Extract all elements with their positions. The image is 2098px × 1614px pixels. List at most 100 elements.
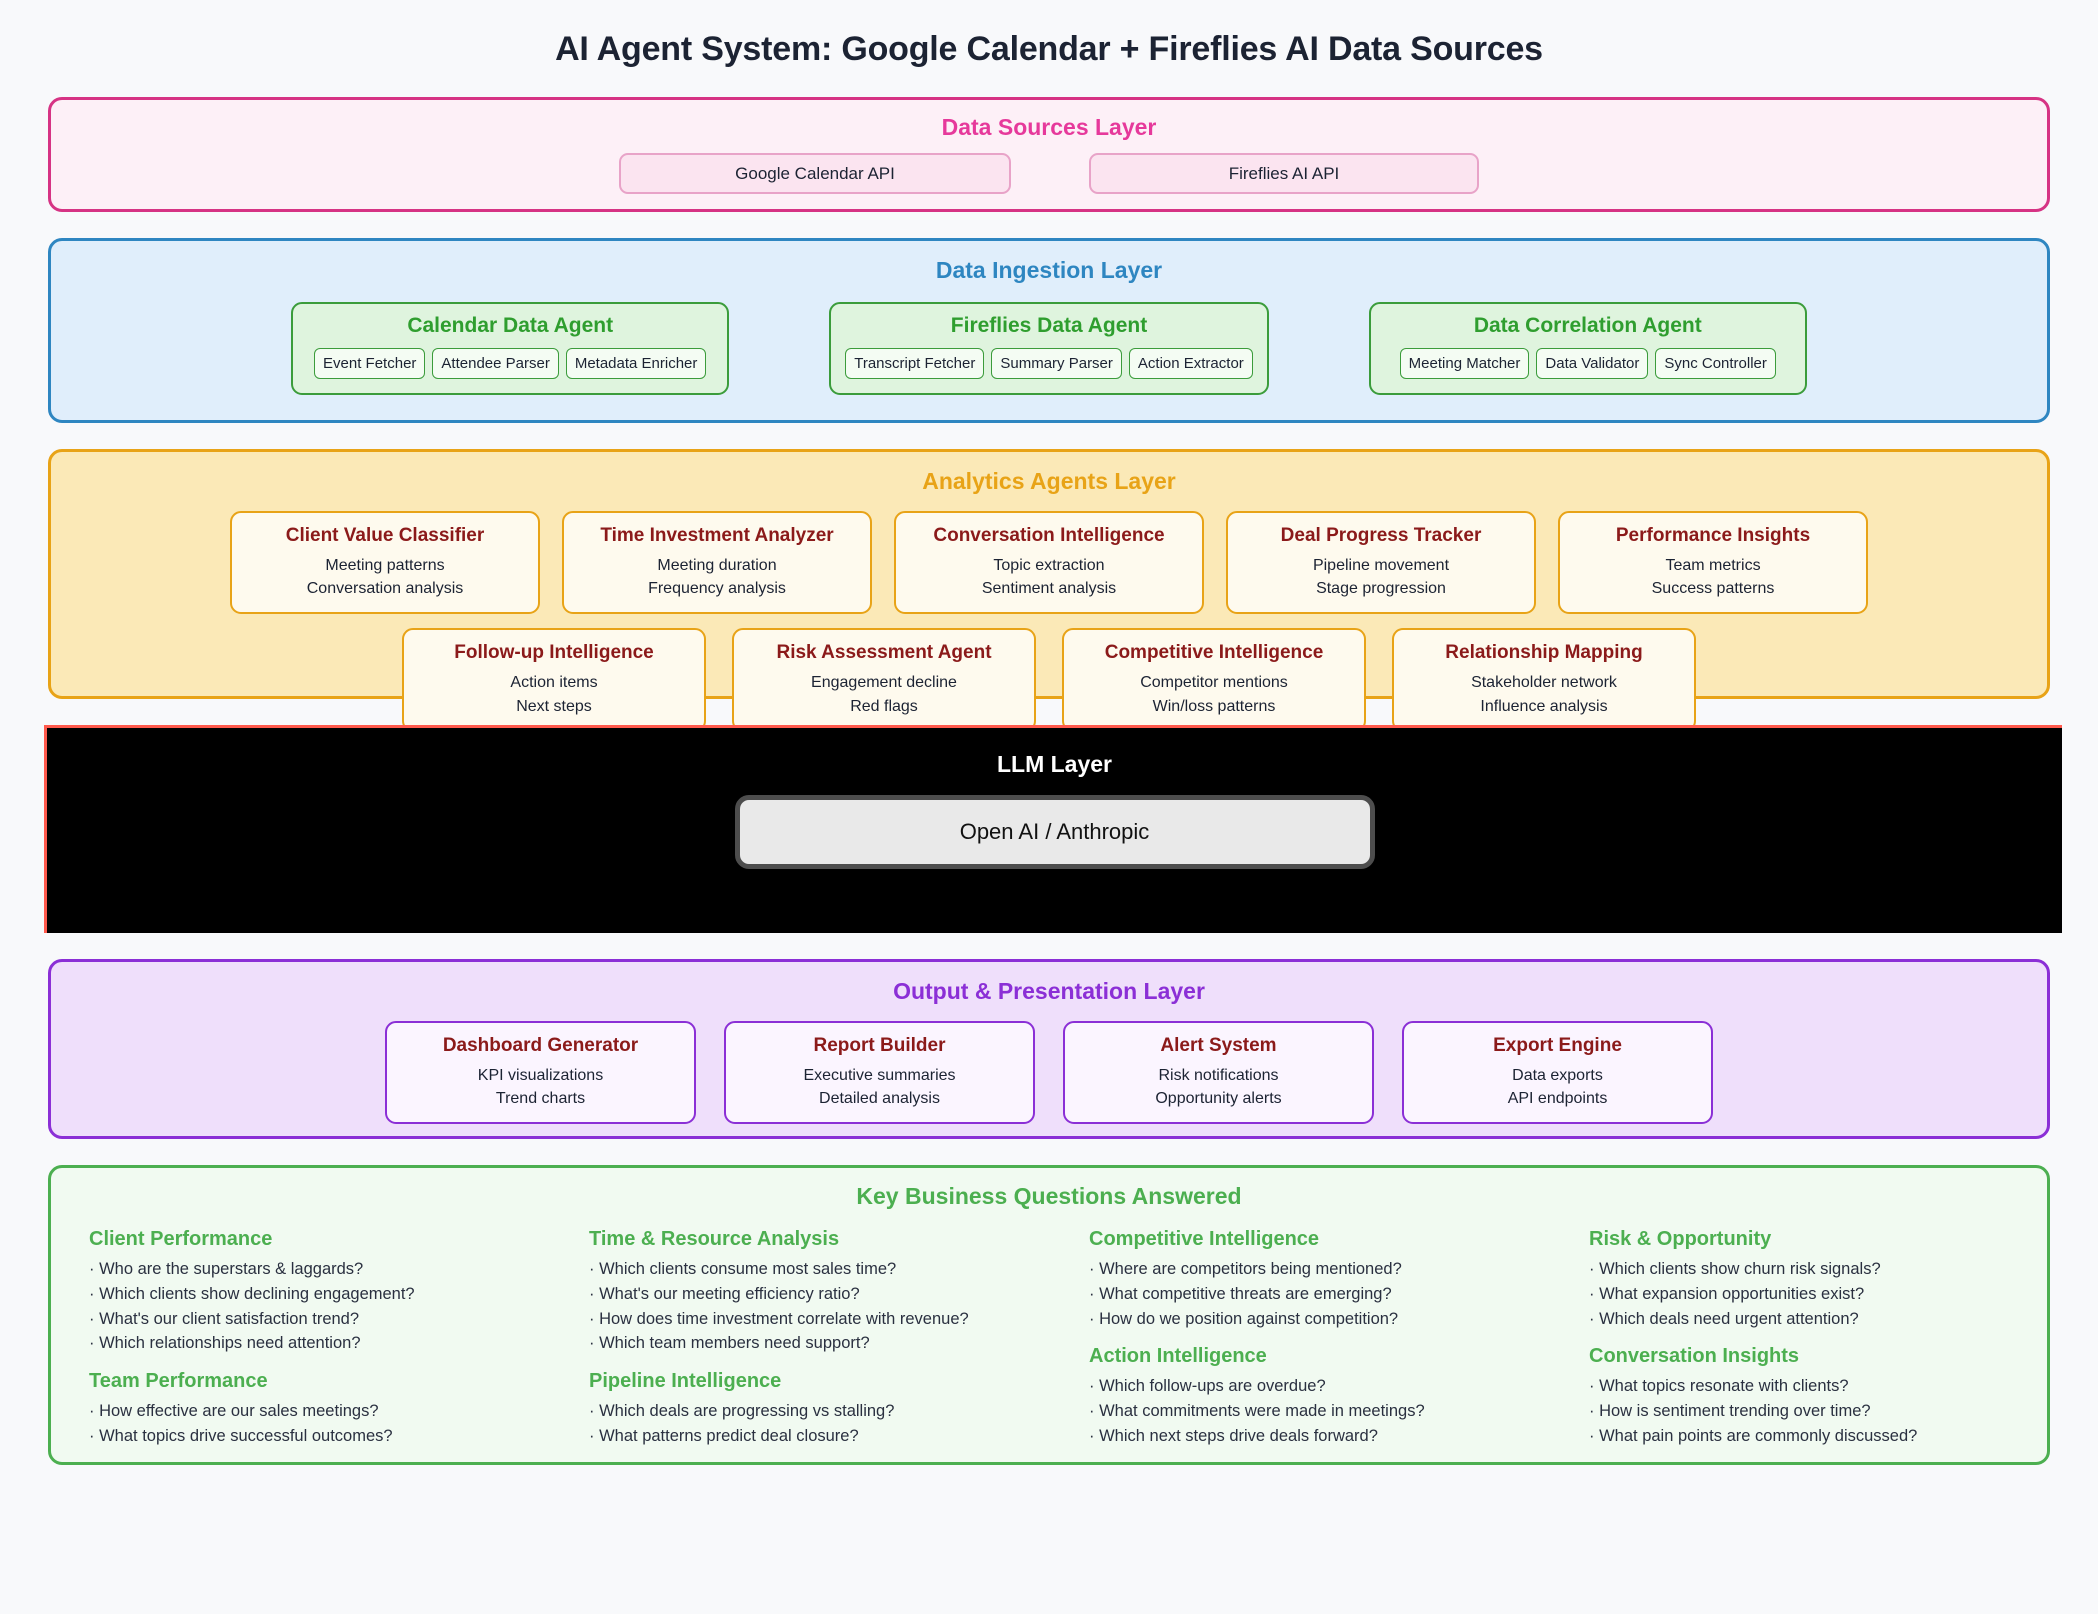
agent-card-fireflies-data-agent[interactable]: Fireflies Data Agent Transcript Fetcher … [829,302,1269,395]
question-group-heading: Risk & Opportunity [1589,1228,1772,1250]
card-line: Detailed analysis [819,1090,940,1108]
analytics-card-performance-insights[interactable]: Performance Insights Team metrics Succes… [1558,511,1868,615]
agent-card-calendar-data-agent[interactable]: Calendar Data Agent Event Fetcher Attend… [291,302,730,395]
agent-chip-row: Event Fetcher Attendee Parser Metadata E… [307,348,713,379]
question-group-heading: Team Performance [89,1370,268,1392]
question-item: Which next steps drive deals forward? [1089,1424,1589,1449]
card-title: Follow-up Intelligence [454,642,654,664]
data-sources-layer-title: Data Sources Layer [941,114,1157,140]
card-line: Executive summaries [803,1067,956,1084]
analytics-row-2: Follow-up Intelligence Action items Next… [51,628,2047,732]
card-line: Stakeholder network [1471,674,1617,692]
card-title: Deal Progress Tracker [1280,525,1482,546]
source-google-calendar-api[interactable]: Google Calendar API [619,153,1011,194]
question-item: What's our meeting efficiency ratio? [589,1282,1089,1307]
ingestion-agents-row: Calendar Data Agent Event Fetcher Attend… [51,302,2047,395]
llm-layer-title: LLM Layer [996,751,1113,777]
card-line: Risk notifications [1158,1067,1279,1084]
source-fireflies-ai-api[interactable]: Fireflies AI API [1089,153,1479,194]
card-title: Performance Insights [1615,525,1811,546]
questions-grid: Client Performance Who are the superstar… [51,1210,2047,1449]
agent-title: Fireflies Data Agent [950,314,1148,337]
analytics-card-follow-up-intelligence[interactable]: Follow-up Intelligence Action items Next… [402,628,706,732]
agent-title: Calendar Data Agent [407,314,614,337]
question-group-heading: Client Performance [89,1228,273,1250]
question-item: Which relationships need attention? [89,1331,589,1356]
question-group-heading: Action Intelligence [1089,1345,1267,1368]
chip-action-extractor[interactable]: Action Extractor [1128,348,1253,379]
card-line: Stage progression [1316,580,1446,598]
card-line: Meeting patterns [325,557,445,574]
card-line: Success patterns [1651,580,1775,598]
data-sources-layer: Data Sources Layer Google Calendar API F… [48,97,2050,212]
data-sources-row: Google Calendar API Fireflies AI API [51,153,2047,194]
question-item: Which clients show declining engagement? [89,1282,589,1307]
question-group-heading: Conversation Insights [1589,1345,1800,1368]
question-item: How is sentiment trending over time? [1589,1399,2047,1424]
questions-column-2: Time & Resource Analysis Which clients c… [589,1224,1089,1449]
question-item: Who are the superstars & laggards? [89,1257,589,1282]
card-line: Action items [510,674,598,692]
question-item: Which team members need support? [589,1331,1089,1356]
card-line: Sentiment analysis [981,580,1117,598]
question-item: What's our client satisfaction trend? [89,1307,589,1332]
output-presentation-layer: Output & Presentation Layer Dashboard Ge… [48,959,2050,1139]
card-title: Time Investment Analyzer [600,525,834,546]
question-item: Which deals need urgent attention? [1589,1307,2047,1332]
output-card-export-engine[interactable]: Export Engine Data exports API endpoints [1402,1021,1713,1125]
analytics-card-deal-progress-tracker[interactable]: Deal Progress Tracker Pipeline movement … [1226,511,1536,615]
card-title: Conversation Intelligence [933,525,1165,546]
output-cards-row: Dashboard Generator KPI visualizations T… [51,1021,2047,1125]
output-layer-title: Output & Presentation Layer [893,978,1205,1004]
card-line: API endpoints [1507,1090,1608,1108]
chip-transcript-fetcher[interactable]: Transcript Fetcher [845,348,985,379]
agent-chip-row: Transcript Fetcher Summary Parser Action… [845,348,1253,379]
output-card-report-builder[interactable]: Report Builder Executive summaries Detai… [724,1021,1035,1125]
chip-metadata-enricher[interactable]: Metadata Enricher [565,348,707,379]
analytics-card-risk-assessment-agent[interactable]: Risk Assessment Agent Engagement decline… [732,628,1036,732]
analytics-card-relationship-mapping[interactable]: Relationship Mapping Stakeholder network… [1392,628,1696,732]
question-item: Which clients show churn risk signals? [1589,1257,2047,1282]
card-title: Competitive Intelligence [1104,642,1324,664]
chip-event-fetcher[interactable]: Event Fetcher [314,348,426,379]
card-line: Engagement decline [811,674,957,692]
chip-summary-parser[interactable]: Summary Parser [991,348,1122,379]
page-title: AI Agent System: Google Calendar + Firef… [555,30,1543,68]
chip-data-validator[interactable]: Data Validator [1536,348,1649,379]
question-item: What expansion opportunities exist? [1589,1282,2047,1307]
card-line: Competitor mentions [1140,674,1288,692]
analytics-card-conversation-intelligence[interactable]: Conversation Intelligence Topic extracti… [894,511,1204,615]
question-group-heading: Pipeline Intelligence [589,1370,782,1392]
card-line: Pipeline movement [1312,557,1450,574]
questions-column-3: Competitive Intelligence Where are compe… [1089,1224,1589,1449]
llm-button-row: Open AI / Anthropic [47,795,2062,869]
question-item: What topics resonate with clients? [1589,1374,2047,1399]
analytics-row-1: Client Value Classifier Meeting patterns… [51,511,2047,615]
card-line: Red flags [850,697,918,715]
output-card-dashboard-generator[interactable]: Dashboard Generator KPI visualizations T… [385,1021,696,1125]
llm-provider-button[interactable]: Open AI / Anthropic [734,795,1375,869]
questions-column-1: Client Performance Who are the superstar… [89,1224,589,1449]
question-item: How do we position against competition? [1089,1307,1589,1332]
agent-chip-row: Meeting Matcher Data Validator Sync Cont… [1385,348,1791,379]
card-line: Data exports [1512,1067,1603,1084]
chip-meeting-matcher[interactable]: Meeting Matcher [1399,348,1530,379]
question-item: What competitive threats are emerging? [1089,1282,1589,1307]
question-item: What pain points are commonly discussed? [1589,1424,2047,1449]
data-ingestion-layer: Data Ingestion Layer Calendar Data Agent… [48,238,2050,423]
card-title: Dashboard Generator [442,1035,639,1056]
analytics-layer-title: Analytics Agents Layer [922,468,1176,494]
card-line: Opportunity alerts [1155,1090,1282,1108]
chip-attendee-parser[interactable]: Attendee Parser [432,348,559,379]
agent-card-data-correlation-agent[interactable]: Data Correlation Agent Meeting Matcher D… [1368,302,1807,395]
analytics-card-client-value-classifier[interactable]: Client Value Classifier Meeting patterns… [230,511,540,615]
analytics-card-time-investment-analyzer[interactable]: Time Investment Analyzer Meeting duratio… [562,511,872,615]
question-item: Which clients consume most sales time? [589,1257,1089,1282]
chip-sync-controller[interactable]: Sync Controller [1655,348,1776,379]
analytics-agents-layer: Analytics Agents Layer Client Value Clas… [48,449,2050,732]
output-card-alert-system[interactable]: Alert System Risk notifications Opportun… [1063,1021,1374,1125]
llm-layer: LLM Layer Open AI / Anthropic [44,725,2062,933]
agent-title: Data Correlation Agent [1473,314,1702,337]
analytics-card-competitive-intelligence[interactable]: Competitive Intelligence Competitor ment… [1062,628,1366,732]
